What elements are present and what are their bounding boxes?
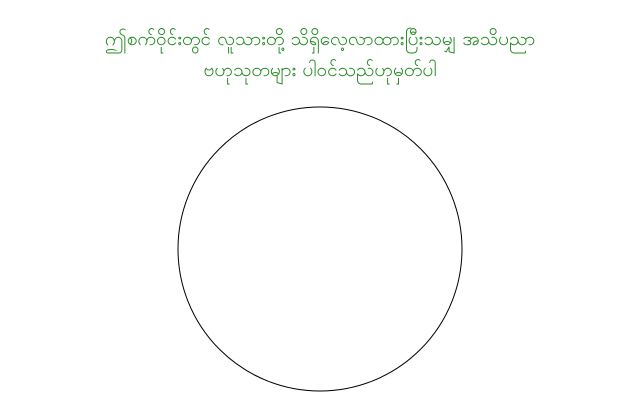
knowledge-circle: [177, 106, 463, 392]
caption-line-1: ဤစက်ဝိုင်းတွင် လူသားတို့ သိရှိလေ့လာထားပြ…: [104, 28, 536, 50]
caption: ဤစက်ဝိုင်းတွင် လူသားတို့ သိရှိလေ့လာထားပြ…: [0, 24, 640, 86]
caption-line-2: ဗဟုသုတများ ပါဝင်သည်ဟုမှတ်ပါ: [203, 59, 437, 81]
